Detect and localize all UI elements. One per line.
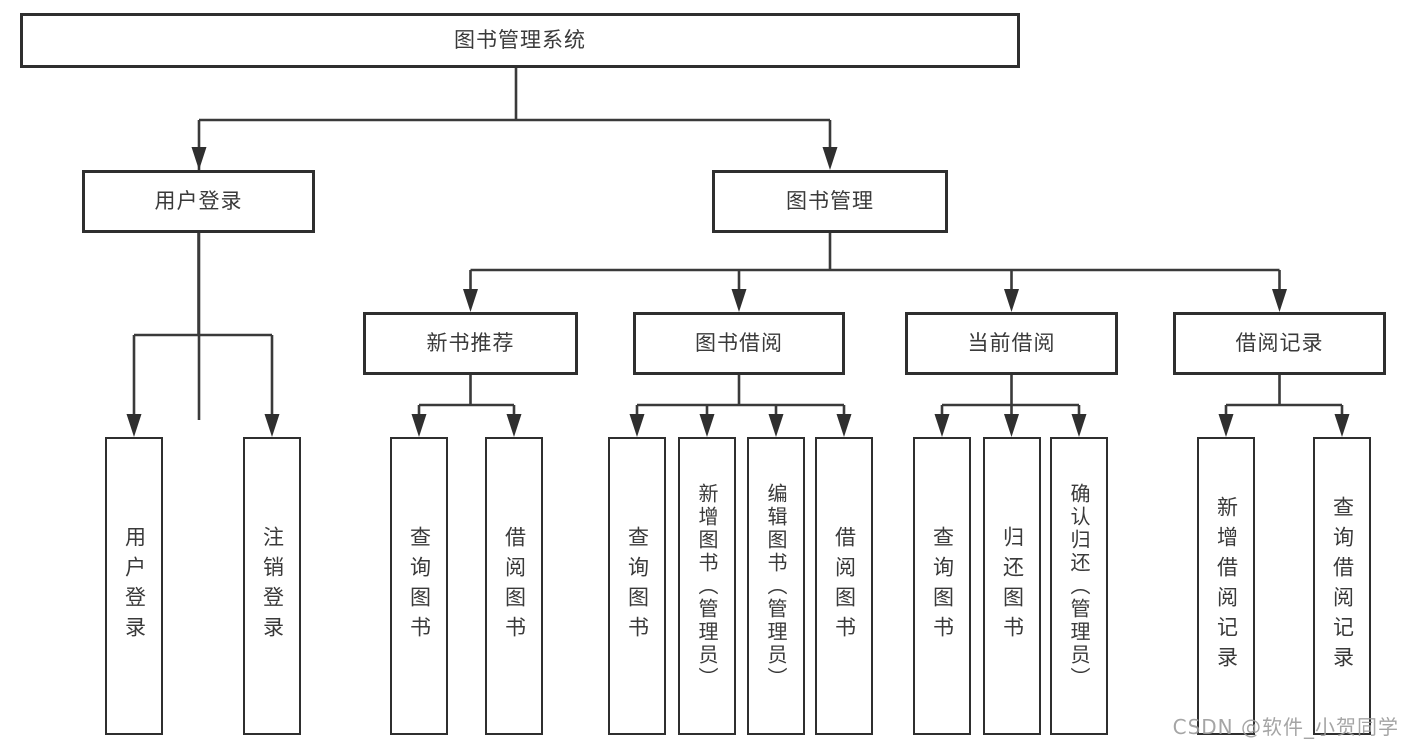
leaf-add-borrow-record: 新增借阅记录 <box>1197 437 1255 735</box>
node-user-login: 用户登录 <box>82 170 315 233</box>
leaf-query-borrow-record: 查询借阅记录 <box>1313 437 1371 735</box>
csdn-watermark: CSDN @软件_小贺同学 <box>1172 715 1399 739</box>
node-borrow-records: 借阅记录 <box>1173 312 1386 375</box>
leaf-confirm-return-admin: 确认归还（管理员） <box>1050 437 1108 735</box>
leaf-user-login: 用户登录 <box>105 437 163 735</box>
leaf-borrow-books: 借阅图书 <box>815 437 873 735</box>
node-current-borrow: 当前借阅 <box>905 312 1118 375</box>
leaf-add-book-admin: 新增图书（管理员） <box>678 437 736 735</box>
leaf-logout: 注销登录 <box>243 437 301 735</box>
leaf-query-books-borrow: 查询图书 <box>608 437 666 735</box>
node-book-borrow: 图书借阅 <box>633 312 845 375</box>
leaf-edit-book-admin: 编辑图书（管理员） <box>747 437 805 735</box>
leaf-return-books: 归还图书 <box>983 437 1041 735</box>
node-book-management: 图书管理 <box>712 170 948 233</box>
leaf-borrow-books-recommend: 借阅图书 <box>485 437 543 735</box>
arrowheads <box>126 147 1350 437</box>
connector-path <box>132 68 1344 420</box>
leaf-query-books-recommend: 查询图书 <box>390 437 448 735</box>
node-new-book-recommend: 新书推荐 <box>363 312 578 375</box>
leaf-query-books-current: 查询图书 <box>913 437 971 735</box>
node-library-system: 图书管理系统 <box>20 13 1020 68</box>
